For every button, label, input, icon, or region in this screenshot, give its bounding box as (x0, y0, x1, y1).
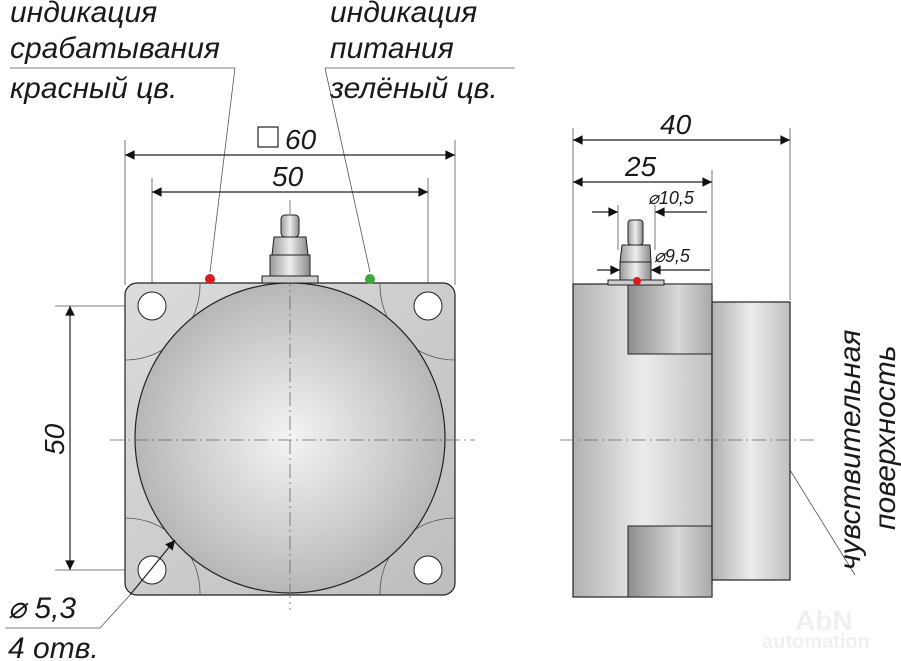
sensing-face-side (711, 301, 791, 581)
square-symbol (257, 126, 279, 148)
hole-diameter-label: ⌀ 5,3 (8, 592, 76, 625)
led-red-side (633, 277, 641, 285)
cable-connector (261, 214, 319, 284)
watermark-logo: AbN automation (762, 605, 870, 653)
label-line: питания (330, 32, 454, 65)
mounting-hole (413, 291, 443, 321)
dim-hole-spacing-h: 50 (272, 161, 304, 192)
dim-connector-inner: ⌀9,5 (654, 246, 691, 266)
watermark-line1: AbN (795, 605, 853, 636)
led-red (205, 274, 215, 284)
label-line: индикация (10, 0, 157, 29)
power-indicator-label: индикация питания зелёный цв. (324, 0, 515, 273)
dim-body-depth: 25 (624, 151, 657, 182)
dim-connector-outer: ⌀10,5 (648, 188, 695, 208)
label-line: зелёный цв. (329, 72, 498, 105)
label-line: срабатывания (10, 32, 220, 65)
side-view: 40 25 ⌀10,5 ⌀9,5 чувствительная поверхно… (560, 109, 901, 598)
dim-hole-spacing-v: 50 (39, 423, 70, 455)
led-green (365, 274, 375, 284)
front-view: 60 50 50 ⌀ 5,3 4 отв. (5, 124, 475, 661)
body-boss-top (627, 283, 713, 355)
sensing-surface-label: чувствительная поверхность (834, 330, 901, 570)
label-line: чувствительная (834, 330, 867, 570)
mounting-hole (413, 555, 443, 585)
dim-square-size: 60 (285, 124, 317, 155)
watermark-line2: automation (762, 631, 870, 653)
label-line: индикация (330, 0, 477, 29)
body-boss-bottom (627, 525, 713, 598)
dim-total-depth: 40 (660, 109, 692, 140)
label-line: красный цв. (10, 72, 177, 105)
label-line: поверхность (869, 345, 901, 530)
trigger-indicator-label: индикация срабатывания красный цв. (10, 0, 236, 273)
mounting-hole (137, 291, 167, 321)
hole-count-label: 4 отв. (8, 632, 99, 661)
